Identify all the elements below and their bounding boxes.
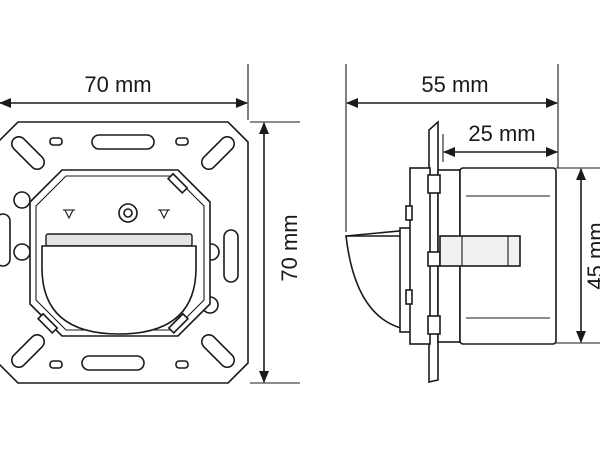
sensor-lens-rim (45, 233, 193, 247)
small-slot (49, 360, 63, 369)
lux-setting-icon (158, 209, 170, 220)
mounting-slot-bottom-right (201, 334, 235, 368)
front-view: 70 mm 70 mm (0, 64, 302, 384)
side-depth-label: 55 mm (421, 72, 488, 97)
retaining-clip (36, 312, 59, 335)
mounting-slot-top-right (201, 136, 235, 170)
side-view: 55 mm 25 mm 45 mm (345, 64, 600, 383)
retaining-clip (166, 172, 189, 195)
front-width-label: 70 mm (84, 72, 151, 97)
screw-hole (13, 243, 31, 261)
body-depth-label: 25 mm (468, 121, 535, 146)
frame-clip (405, 205, 413, 221)
mounting-slot-bottom (81, 355, 145, 371)
potentiometer-knob-center (123, 208, 133, 218)
insert-tab (427, 251, 441, 267)
retaining-clip (167, 312, 190, 335)
terminal-block (439, 235, 521, 267)
mounting-slot-top (91, 134, 155, 150)
screw-hole (13, 191, 31, 209)
sensor-lens-dome (41, 245, 197, 335)
front-height-label: 70 mm (277, 214, 302, 281)
insert-tab (427, 174, 441, 194)
side-height-label: 45 mm (583, 222, 600, 289)
frame-clip (405, 289, 413, 305)
mounting-slot-left (0, 213, 11, 267)
mounting-slot-bottom-left (11, 334, 45, 368)
insert-tab (427, 315, 441, 335)
mounting-slot-right (223, 229, 239, 283)
small-slot (175, 137, 189, 146)
mounting-slot-top-left (11, 136, 45, 170)
small-slot (175, 360, 189, 369)
time-setting-icon (63, 209, 75, 220)
front-frame-side (409, 167, 431, 345)
small-slot (49, 137, 63, 146)
